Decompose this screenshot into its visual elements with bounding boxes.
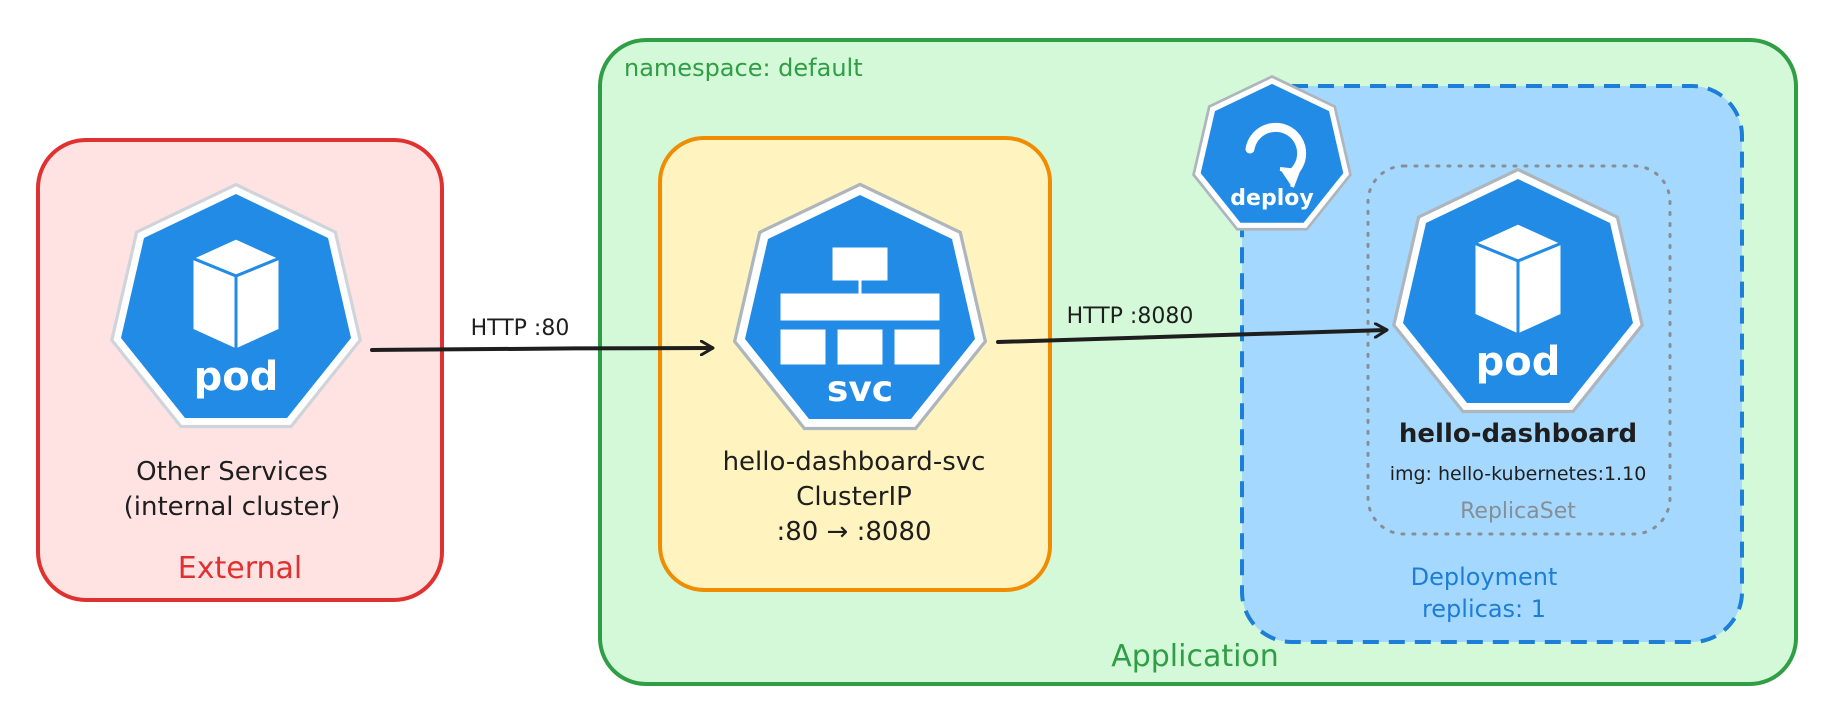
arrow-external-to-svc: HTTP :80 — [370, 316, 712, 350]
service-ports: :80 → :8080 — [776, 517, 931, 547]
application-label: Application — [1111, 639, 1279, 674]
pod-image: img: hello-kubernetes:1.10 — [1390, 463, 1647, 485]
service-type: ClusterIP — [796, 482, 912, 512]
replicaset-group: pod hello-dashboard img: hello-kubernete… — [1366, 164, 1672, 536]
deploy-icon: deploy — [1192, 75, 1352, 231]
external-pod-icon: pod — [110, 182, 362, 429]
pod-icon-label: pod — [194, 354, 279, 400]
deployment-label-line2: replicas: 1 — [1422, 595, 1546, 623]
cube-icon — [190, 236, 282, 352]
deployment-label-line1: Deployment — [1411, 563, 1558, 591]
arrow-label-http-80: HTTP :80 — [471, 316, 570, 341]
replicaset-label: ReplicaSet — [1460, 499, 1576, 524]
namespace-label: namespace: default — [624, 54, 863, 82]
network-hierarchy-icon — [780, 247, 940, 365]
replicaset-pod-icon: pod — [1392, 167, 1644, 414]
pod-name: hello-dashboard — [1399, 419, 1637, 449]
service-group: svc hello-dashboard-svc ClusterIP :80 → … — [658, 136, 1052, 592]
external-group: pod Other Services (internal cluster) Ex… — [36, 138, 444, 602]
svc-icon: svc — [733, 182, 987, 431]
external-caption-line1: Other Services — [136, 457, 328, 487]
service-name: hello-dashboard-svc — [723, 447, 986, 477]
arrow-label-http-8080: HTTP :8080 — [1067, 304, 1194, 329]
deploy-icon-label: deploy — [1230, 186, 1313, 211]
external-caption-line2: (internal cluster) — [124, 492, 341, 522]
arrow-svc-to-pod: HTTP :8080 — [996, 304, 1386, 344]
external-label: External — [178, 551, 302, 586]
rotate-arrow-icon — [1245, 122, 1307, 188]
svc-icon-label: svc — [827, 369, 893, 410]
cube-icon — [1472, 221, 1564, 337]
pod-icon-label: pod — [1476, 339, 1561, 385]
